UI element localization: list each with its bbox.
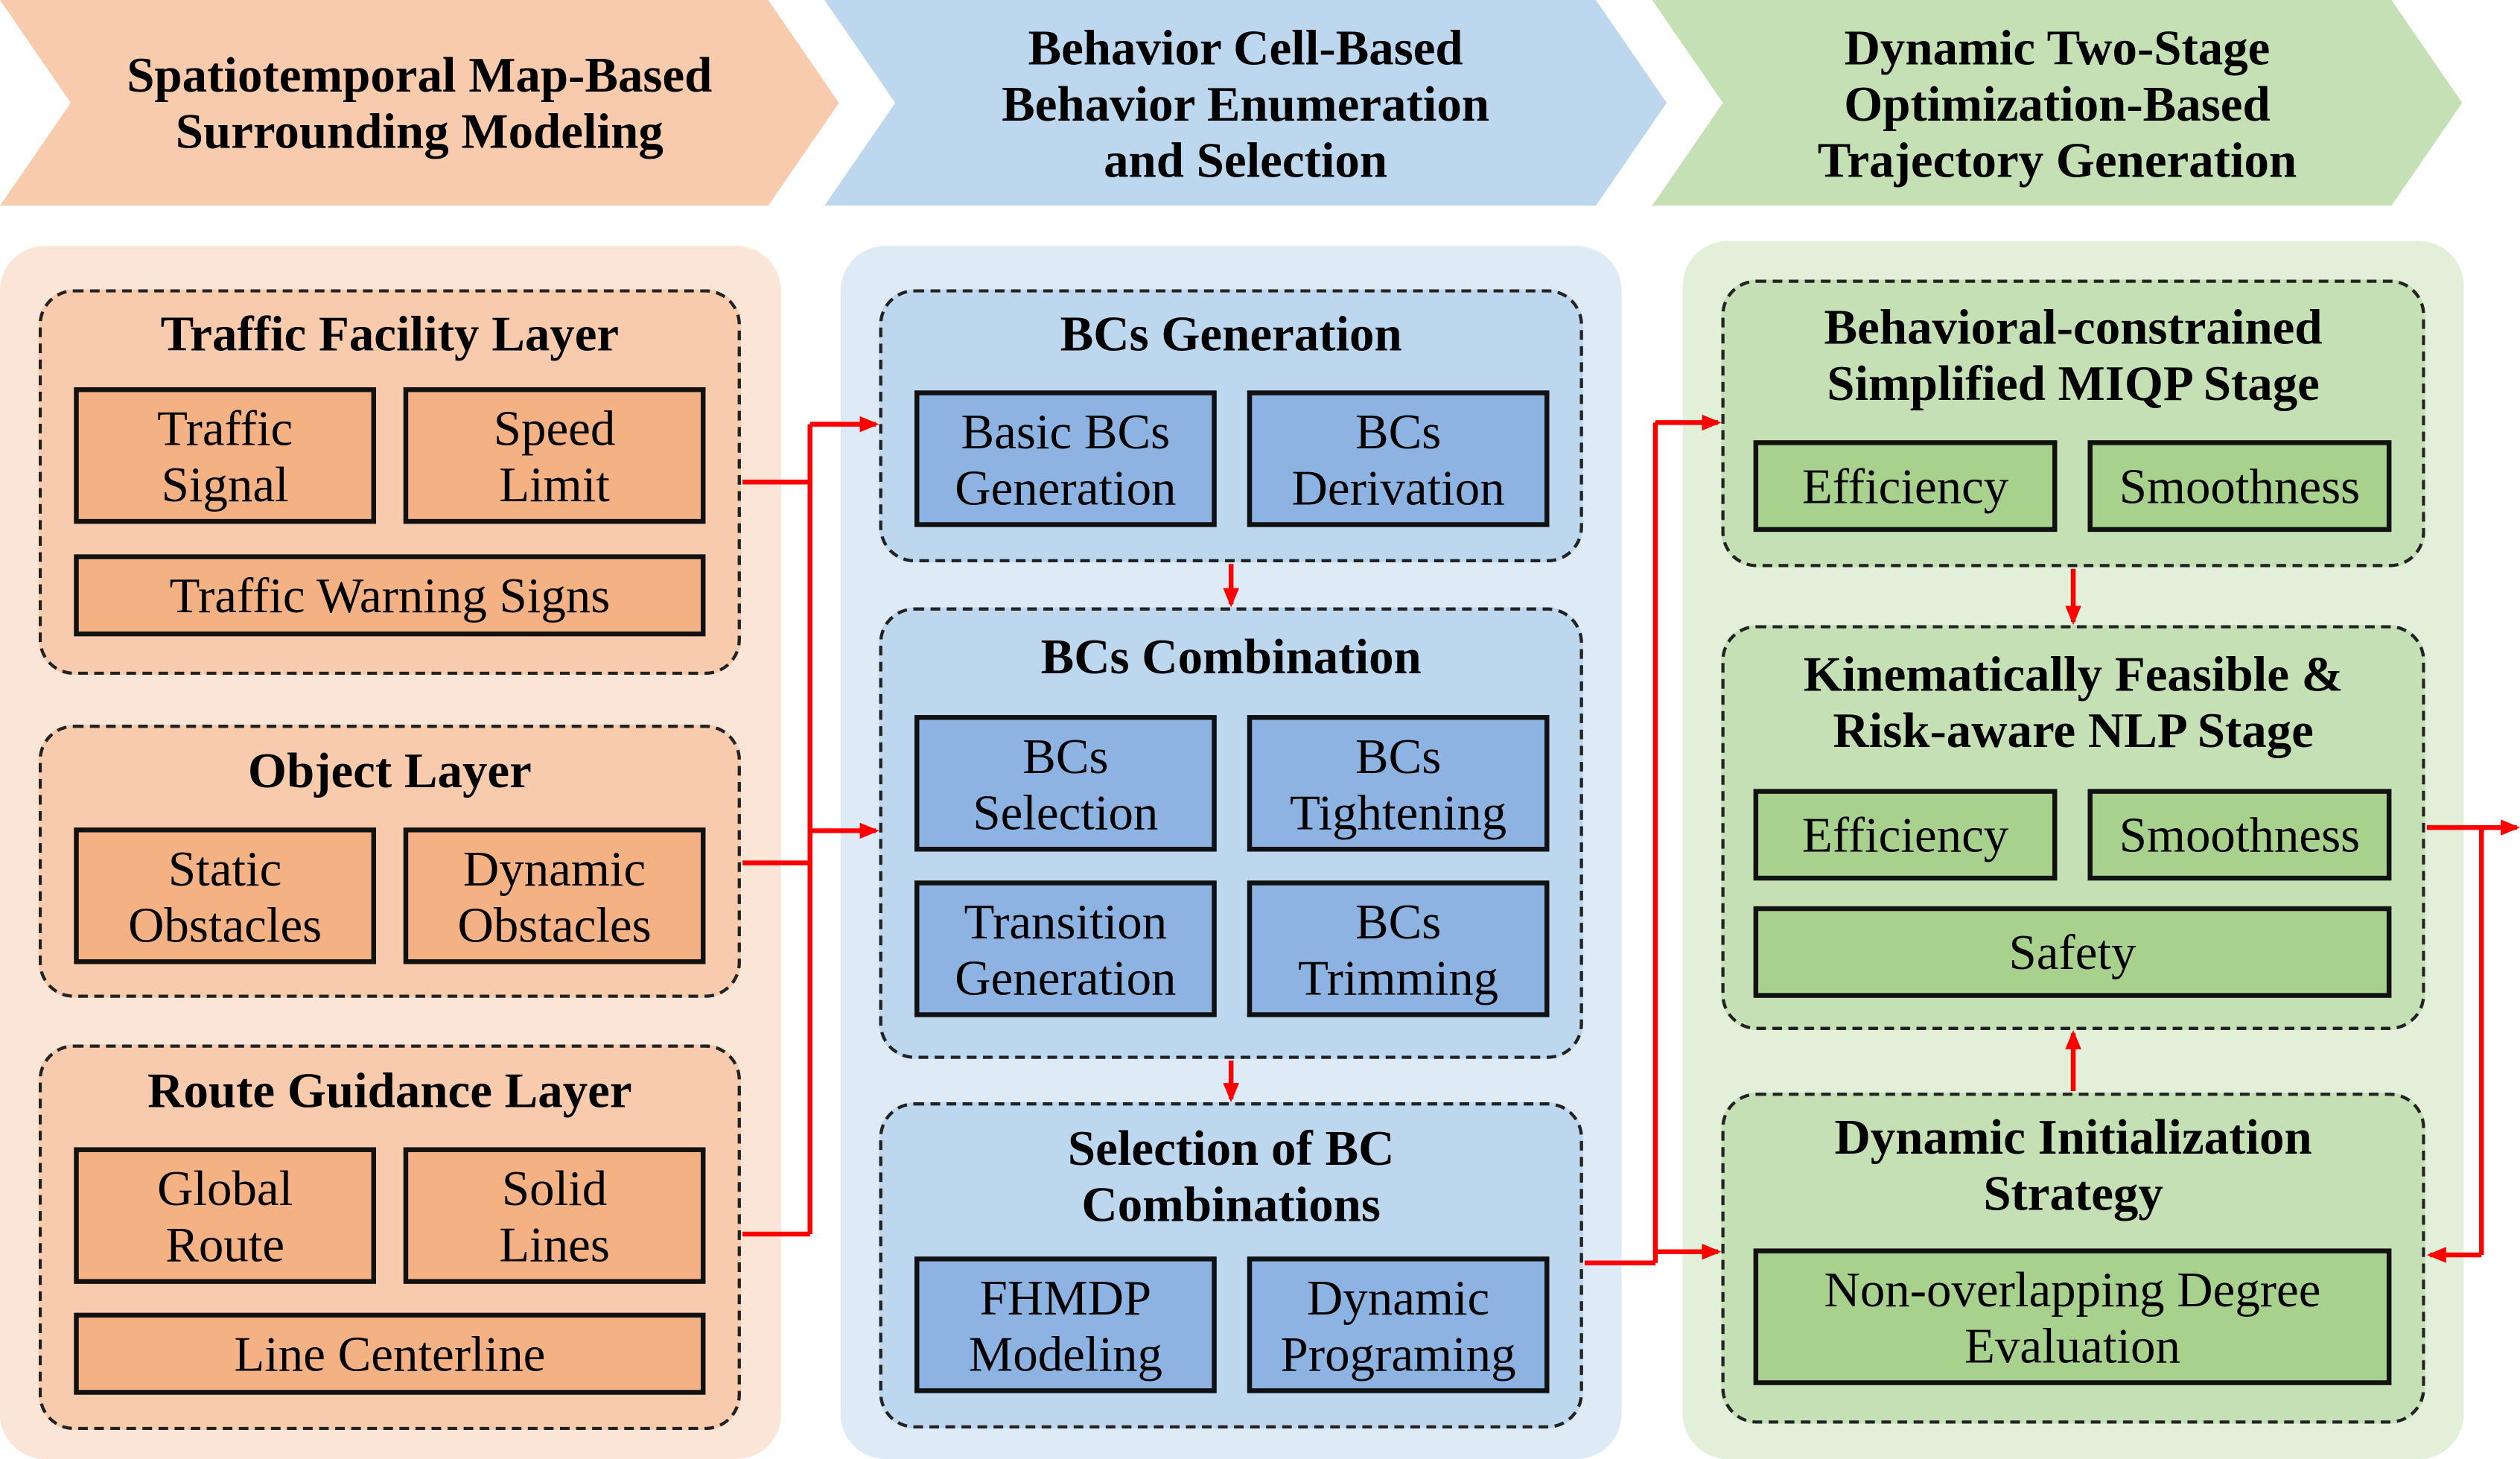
arrow-selection-bus	[1584, 422, 1658, 1266]
miqp-smoothness-box: Smoothness	[2087, 440, 2392, 533]
nlp-efficiency-box: Efficiency	[1753, 789, 2058, 881]
static-obstacles-box: Static Obstacles	[74, 827, 377, 964]
basic-bcs-generation-box: Basic BCs Generation	[914, 390, 1217, 527]
route-guidance-layer-title: Route Guidance Layer	[147, 1062, 632, 1119]
bcs-generation-title: BCs Generation	[1060, 305, 1402, 362]
dynamic-programing-box: Dynamic Programing	[1247, 1256, 1550, 1393]
solid-lines-box: Solid Lines	[403, 1147, 706, 1284]
nlp-safety-box: Safety	[1753, 906, 2392, 998]
transition-generation-box: Transition Generation	[914, 880, 1217, 1017]
arrow-layers-bus	[742, 424, 812, 1237]
header-behavior-enumeration: Behavior Cell-Based Behavior Enumeration…	[824, 0, 1667, 206]
object-layer-title: Object Layer	[247, 742, 532, 799]
header-title: Dynamic Two-Stage Optimization-Based Tra…	[1817, 18, 2297, 188]
traffic-warning-signs-box: Traffic Warning Signs	[74, 554, 706, 637]
chevron-shape-blue	[824, 0, 1667, 206]
fhmdp-modeling-box: FHMDP Modeling	[914, 1256, 1217, 1393]
header-title: Spatiotemporal Map-Based Surrounding Mod…	[127, 46, 713, 159]
miqp-stage-title: Behavioral-constrained Simplified MIQP S…	[1824, 299, 2323, 412]
traffic-facility-layer-title: Traffic Facility Layer	[160, 305, 620, 362]
nlp-smoothness-box: Smoothness	[2087, 789, 2392, 881]
chevron-shape-green	[1652, 0, 2463, 206]
miqp-efficiency-box: Efficiency	[1753, 440, 2058, 533]
traffic-signal-box: Traffic Signal	[74, 387, 377, 524]
dynamic-obstacles-box: Dynamic Obstacles	[403, 827, 706, 964]
dynamic-initialization-title: Dynamic Initialization Strategy	[1834, 1108, 2312, 1221]
header-trajectory-generation: Dynamic Two-Stage Optimization-Based Tra…	[1652, 0, 2463, 206]
chevron-shape-orange	[0, 0, 839, 206]
nlp-stage-title: Kinematically Feasible & Risk-aware NLP …	[1803, 646, 2344, 759]
bcs-selection-box: BCs Selection	[914, 715, 1217, 852]
bcs-derivation-box: BCs Derivation	[1247, 390, 1550, 527]
non-overlapping-evaluation-box: Non-overlapping Degree Evaluation	[1753, 1248, 2392, 1385]
bcs-tightening-box: BCs Tightening	[1247, 715, 1550, 852]
selection-of-bc-combinations-title: Selection of BC Combinations	[1067, 1119, 1395, 1233]
line-centerline-box: Line Centerline	[74, 1312, 706, 1395]
global-route-box: Global Route	[74, 1147, 377, 1284]
bcs-combination-title: BCs Combination	[1040, 628, 1422, 685]
bcs-trimming-box: BCs Trimming	[1247, 880, 1550, 1017]
speed-limit-box: Speed Limit	[403, 387, 706, 524]
header-surrounding-modeling: Spatiotemporal Map-Based Surrounding Mod…	[0, 0, 839, 206]
header-title: Behavior Cell-Based Behavior Enumeration…	[1002, 18, 1490, 188]
